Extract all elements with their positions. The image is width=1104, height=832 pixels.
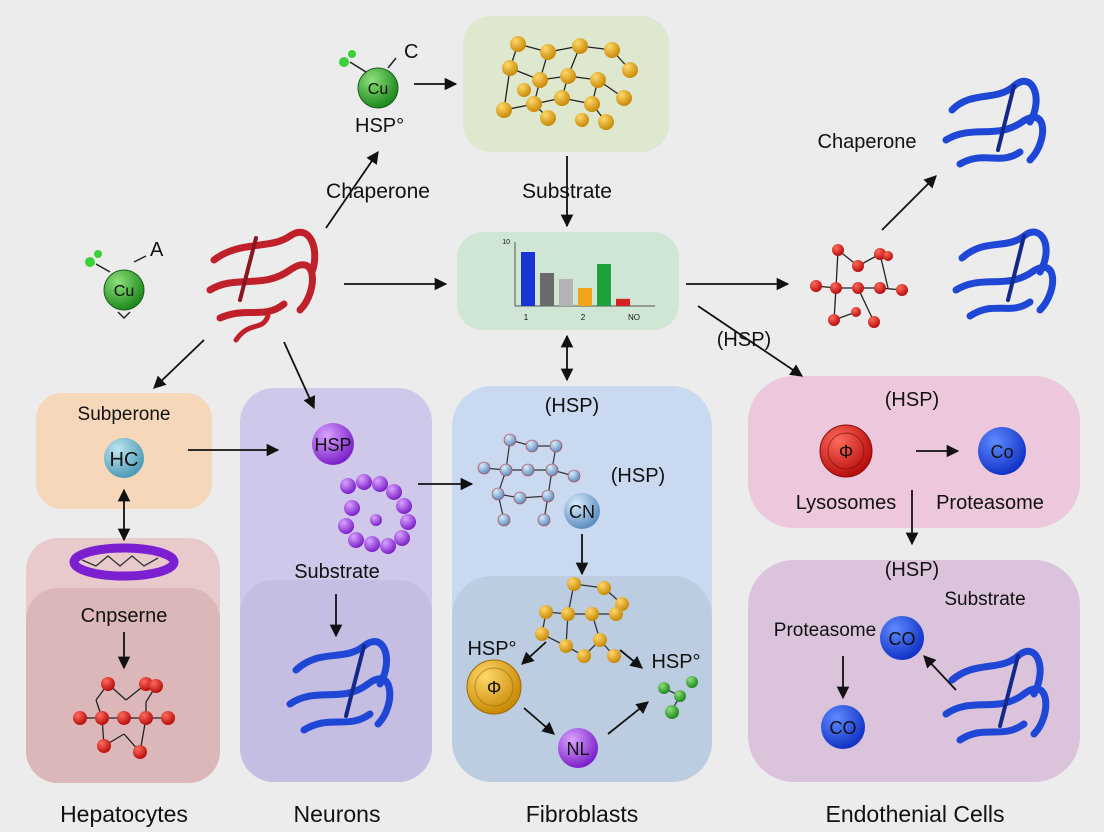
ligand-atom [339,57,349,67]
neurons-label: Neurons [294,801,381,827]
hepatocytes-inner-panel [26,588,220,783]
cu-complex-left: Cu A [85,239,164,320]
bar-chart-bars [521,252,630,306]
endothelial-label: Endothenial Cells [825,801,1004,827]
hc-label: HC [110,449,139,471]
substrate-label-endo: Substrate [944,589,1025,610]
flow-arrows [117,77,960,735]
hsp-label-neurons: HSP [314,435,351,455]
red-network-right [810,244,908,328]
co-sphere-bottom [821,705,865,749]
cu-top-tag: C [404,41,418,63]
purple-ring-complex [69,543,179,581]
hsp-label-endo-mid: (HSP) [885,559,939,581]
proteasome-label-top: Proteasome [936,492,1044,514]
fibroblasts-column [452,386,712,782]
blue-protein-ribbon-neurons [286,638,394,734]
hc-sphere [104,438,144,478]
co-label-top: Co [990,442,1013,462]
bar-5 [597,264,611,306]
gold-bead-network [535,577,629,663]
bar-chart-x-tick-2: 2 [581,313,586,322]
blue-protein-ribbon-endo [942,647,1050,744]
cu-sphere-top [357,67,399,109]
hsp-label-fibro-mid: (HSP) [611,465,665,487]
bar-chart-y-tick: 10 [502,239,510,246]
hsp-label-fibro-top: (HSP) [545,395,599,417]
hepatocytes-label: Hepatocytes [60,801,188,827]
fibroblasts-inner-panel [452,576,712,782]
proteasome-sphere-top [978,427,1026,475]
hsp-sphere-neurons [312,423,354,465]
co-sphere-mid [880,616,924,660]
subperone-label: Subperone [78,404,171,425]
bar-6 [616,298,630,306]
neurons-inner-panel [240,580,432,782]
bar-chart: 10 1 2 NO [502,239,655,322]
red-protein-ribbon [206,228,319,343]
hsp-label-endo-top: (HSP) [885,389,939,411]
bar-3 [559,279,573,306]
cn-sphere [564,493,600,529]
bar-4 [578,288,592,306]
gold-sphere-glyph: Φ [487,678,501,698]
co-label-mid: CO [889,629,916,649]
hsp-label-fibro-left: HSP° [467,638,516,660]
purple-bead-ring [338,474,416,554]
lysosome-glyph: Φ [839,442,853,462]
cnpserne-label: Cnpserne [81,605,168,627]
ligand-atom [94,250,102,258]
hsp-top-label: HSP° [355,115,404,137]
ligand-atom [348,50,356,58]
blue-bead-network [477,433,581,527]
lysosome-panel [748,376,1080,528]
nl-label: NL [566,739,589,759]
gold-substrate-atoms [496,36,638,130]
blue-protein-ribbon-mid [952,228,1056,320]
substrate-label-neurons: Substrate [294,561,380,583]
nl-sphere [558,728,598,768]
bar-chart-x-tick-1: 1 [524,313,529,322]
chaperone-label-right: Chaperone [818,131,917,153]
bar-1 [521,252,535,306]
co-label-bottom: CO [830,718,857,738]
cu-top-label: Cu [368,81,388,98]
gold-sphere-ring [474,667,514,707]
red-network-hepatocytes [73,677,175,759]
fibroblasts-label: Fibroblasts [526,801,638,827]
cn-label: CN [569,502,595,522]
lysosomes-label: Lysosomes [796,492,896,514]
ligand-atom [85,257,95,267]
endothelial-panel [748,560,1080,782]
chaperone-label-left: Chaperone [326,180,430,203]
cu-complex-top: Cu C HSP° [339,41,418,137]
cu-sphere-left [103,269,145,311]
proteasome-label-bottom: Proteasome [774,620,876,641]
hsp-label-fibro-right: HSP° [651,651,700,673]
lysosome-ring [827,432,865,470]
bar-chart-x-tick-3: NO [628,313,640,322]
hsp-label-right: (HSP) [717,329,771,351]
bar-2 [540,273,554,306]
blue-protein-ribbon-top [942,77,1046,168]
cu-left-label: Cu [114,283,134,300]
cu-left-tag: A [150,239,164,261]
green-atoms [658,676,698,719]
